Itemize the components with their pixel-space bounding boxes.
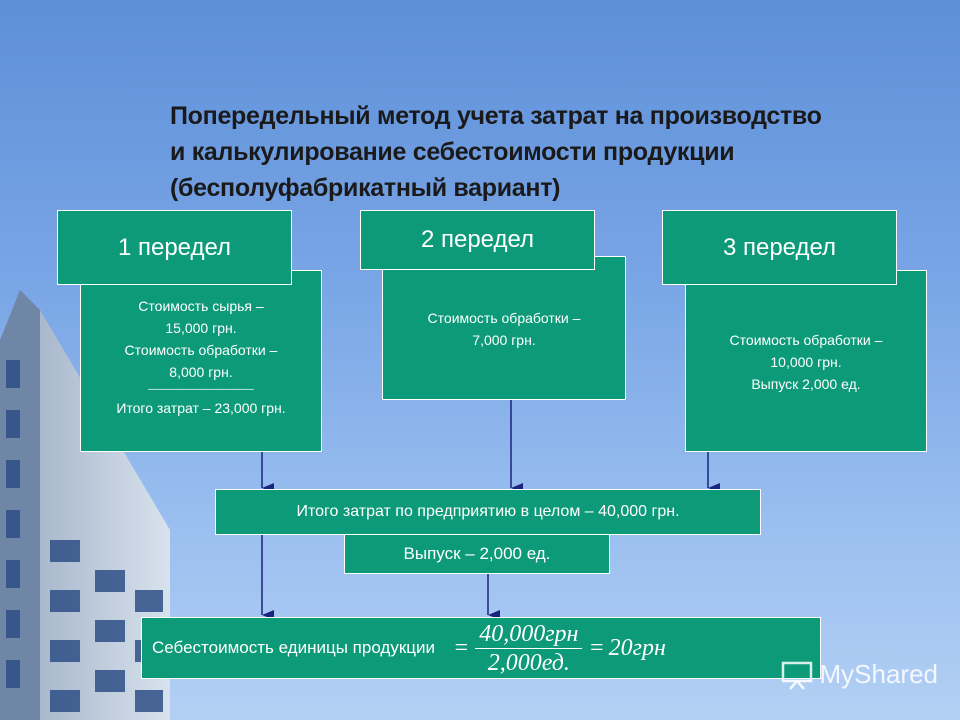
output-box: Выпуск – 2,000 ед. (344, 534, 610, 574)
stage-1-separator: ––––––––––––––––––– (148, 384, 254, 395)
stage-3-detail: Выпуск 2,000 ед. (751, 376, 861, 392)
formula-fraction: 40,000грн 2,000ед. (475, 620, 583, 677)
stage-1-detail: Стоимость сырья – (138, 298, 264, 314)
stage-1-detail: Итого затрат – 23,000 грн. (116, 400, 286, 416)
stage-1-details: Стоимость сырья – 15,000 грн. Стоимость … (80, 270, 322, 452)
stage-1-label: 1 передел (117, 233, 232, 261)
stage-2-header: 2 передел (360, 210, 595, 270)
unit-cost-label: Себестоимость единицы продукции (152, 638, 435, 657)
slide-title: Попередельный метод учета затрат на прои… (170, 98, 910, 206)
stage-3-detail: 10,000 грн. (770, 354, 842, 370)
title-line-3: (бесполуфабрикатный вариант) (170, 174, 561, 202)
stage-1-detail: 15,000 грн. (165, 320, 237, 336)
stage-3-header: 3 передел (662, 210, 897, 285)
stage-3-detail: Стоимость обработки – (729, 332, 883, 348)
output-text: Выпуск – 2,000 ед. (403, 544, 551, 563)
title-line-2: и калькулирование себестоимости продукци… (170, 138, 735, 166)
formula-result: 20грн (608, 634, 666, 661)
formula-denominator: 2,000ед. (487, 649, 570, 676)
stage-3-details: Стоимость обработки – 10,000 грн. Выпуск… (685, 270, 927, 452)
total-costs-box: Итого затрат по предприятию в целом – 40… (215, 489, 761, 535)
stage-2-label: 2 передел (420, 226, 535, 253)
stage-1-detail: Стоимость обработки – (124, 342, 278, 358)
presentation-icon (781, 661, 812, 690)
watermark: MyShared (780, 659, 939, 690)
formula-equals-2: = (588, 634, 605, 661)
formula-equals-1: = (452, 634, 470, 661)
unit-cost-box: Себестоимость единицы продукции = 40,000… (141, 617, 821, 679)
stage-2-detail: Стоимость обработки – (427, 310, 581, 326)
title-line-1: Попередельный метод учета затрат на прои… (170, 102, 822, 130)
stage-2-details: Стоимость обработки – 7,000 грн. (382, 256, 626, 400)
stage-2-detail: 7,000 грн. (472, 332, 536, 348)
stage-1-header: 1 передел (57, 210, 292, 285)
building-image (0, 290, 170, 720)
unit-cost-formula: = 40,000грн 2,000ед. = 20грн (453, 620, 666, 677)
stage-1-detail: 8,000 грн. (169, 364, 233, 380)
watermark-text: MyShared (819, 659, 939, 689)
total-costs-text: Итого затрат по предприятию в целом – 40… (296, 503, 680, 520)
formula-numerator: 40,000грн (475, 620, 583, 649)
stage-3-label: 3 передел (722, 233, 837, 261)
